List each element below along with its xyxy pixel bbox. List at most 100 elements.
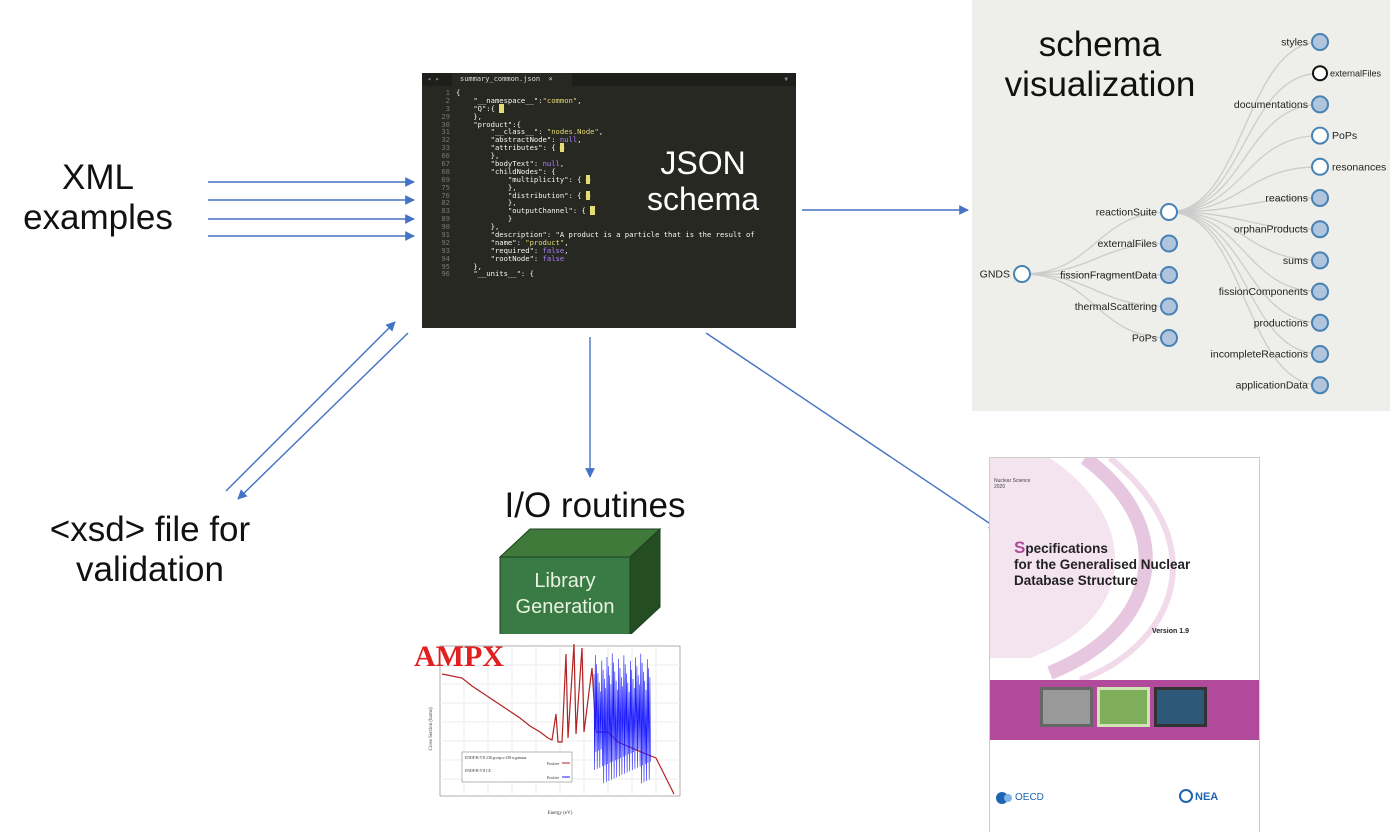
line-number: 31: [441, 127, 450, 137]
tree-level2-label: sums: [1283, 255, 1308, 267]
tree-level2-node[interactable]: [1312, 65, 1328, 82]
oecd-logo: OECD: [1015, 792, 1044, 803]
line-number: 67: [441, 159, 450, 169]
json-schema-label: JSON schema: [647, 145, 760, 217]
tree-level2-node[interactable]: [1311, 189, 1329, 207]
ampx-title: AMPX: [414, 640, 504, 673]
code-line: "name": "product",: [490, 237, 569, 247]
tree-link: [1168, 211, 1321, 355]
tree-level1-node[interactable]: [1160, 266, 1178, 284]
tree-level2-node[interactable]: [1311, 157, 1329, 176]
code-line: "product":{: [473, 119, 521, 129]
line-number: 3: [445, 103, 450, 113]
xsd-validation-label: <xsd> file for validation: [49, 510, 251, 589]
line-number: 91: [441, 230, 450, 240]
line-number: 89: [441, 214, 450, 224]
cover-title-line3: Database Structure: [1014, 573, 1138, 588]
tree-level2-label: PoPs: [1332, 130, 1357, 142]
tree-link: [1168, 134, 1321, 213]
line-number: 93: [441, 245, 450, 255]
tree-level2-node[interactable]: [1311, 95, 1329, 114]
tree-level1-node[interactable]: [1160, 234, 1178, 253]
tree-link: [1168, 211, 1321, 230]
cover-version: Version 1.9: [1152, 628, 1189, 635]
tree-level1-node[interactable]: [1160, 297, 1178, 316]
schema-visualization-label: schema visualization: [1004, 25, 1196, 104]
tree-link: [1168, 166, 1321, 213]
code-line: "multiplicity": { ▬: [507, 174, 591, 184]
legend-entry: Positive: [547, 762, 560, 766]
tree-level2-label: productions: [1254, 317, 1308, 329]
endf-238-group-series: [441, 643, 675, 795]
nav-arrows-icon[interactable]: ◂ ▸: [427, 75, 440, 83]
tree-level1-label: thermalScattering: [1075, 301, 1157, 313]
line-number: 94: [441, 253, 450, 263]
tree-level2-node[interactable]: [1311, 220, 1329, 239]
tree-level2-node[interactable]: [1311, 313, 1329, 332]
code-line: "attributes": { ▬: [490, 143, 565, 153]
tree-level2-node[interactable]: [1311, 345, 1329, 363]
tree-level2-label: documentations: [1234, 99, 1308, 111]
arrow-from-xsd: [225, 321, 396, 492]
tree-link: [1021, 273, 1170, 276]
tree-link: [1168, 197, 1321, 213]
schema-tree: GNDSreactionSuiteexternalFilesfissionFra…: [980, 33, 1386, 395]
code-line: },: [456, 222, 500, 232]
tree-link: [1168, 211, 1321, 293]
code-line: "__class__": "nodes.Node",: [490, 127, 604, 137]
code-lines: { "__namespace__":"common", "Q":{ ▬ }, "…: [456, 89, 755, 278]
tree-root-label: GNDS: [980, 269, 1010, 281]
cover-title: Specifications for the Generalised Nucle…: [1014, 538, 1190, 589]
specification-document-cover: Nuclear Science 2020 Specifications for …: [990, 458, 1259, 832]
line-number: 2: [445, 95, 450, 105]
legend-entry: ENDF/B-VII 238 group u-238 n,gamma: [465, 756, 527, 761]
line-number: 76: [441, 190, 450, 200]
line-number: 95: [441, 261, 450, 271]
legend-entry: Positive: [547, 776, 560, 780]
code-line: },: [456, 198, 517, 208]
tree-root-node[interactable]: [1013, 265, 1031, 283]
line-number: 82: [441, 198, 450, 208]
code-line: "outputChannel": { ▬: [507, 206, 595, 216]
tree-link: [1168, 211, 1321, 262]
tree-level2-label: styles: [1281, 37, 1308, 49]
code-line: {: [456, 88, 461, 97]
tree-level2-node[interactable]: [1311, 251, 1329, 270]
line-number: 68: [441, 166, 450, 176]
code-line: },: [456, 111, 482, 121]
cover-series: Nuclear Science 2020: [994, 478, 1031, 490]
line-number: 32: [441, 135, 450, 145]
tree-level1-node[interactable]: [1160, 203, 1178, 221]
io-routines-label: I/O routines: [504, 486, 686, 525]
chevron-down-icon[interactable]: ▼: [784, 76, 788, 83]
line-number: 83: [441, 206, 450, 216]
tree-level2-label: reactions: [1265, 193, 1308, 205]
editor-tab[interactable]: summary_common.json ×: [452, 73, 572, 86]
tree-link: [1168, 211, 1321, 386]
line-number: 96: [441, 269, 450, 279]
line-number: 92: [441, 237, 450, 247]
tree-level2-label: incompleteReactions: [1211, 349, 1308, 361]
line-number: 29: [441, 111, 450, 121]
tree-level2-node[interactable]: [1311, 282, 1329, 301]
x-axis-label: Energy (eV): [548, 811, 573, 816]
tree-level1-node[interactable]: [1160, 329, 1178, 347]
code-line: },: [456, 151, 500, 161]
tree-link: [1021, 273, 1170, 339]
tree-level1-label: PoPs: [1132, 333, 1157, 345]
tree-link: [1168, 211, 1321, 324]
code-line: "__units__": {: [473, 269, 534, 279]
library-generation-text-2: Generation: [516, 596, 615, 618]
code-line: "distribution": { ▬: [507, 190, 591, 200]
cover-title-initial: S: [1014, 538, 1026, 557]
line-number: 75: [441, 182, 450, 192]
code-line: "rootNode": false: [490, 253, 565, 263]
tree-level2-node[interactable]: [1311, 33, 1329, 51]
tree-level2-node[interactable]: [1311, 126, 1329, 145]
tree-level1-label: fissionFragmentData: [1060, 270, 1157, 282]
tree-link: [1168, 41, 1321, 213]
tree-level2-node[interactable]: [1311, 376, 1329, 395]
